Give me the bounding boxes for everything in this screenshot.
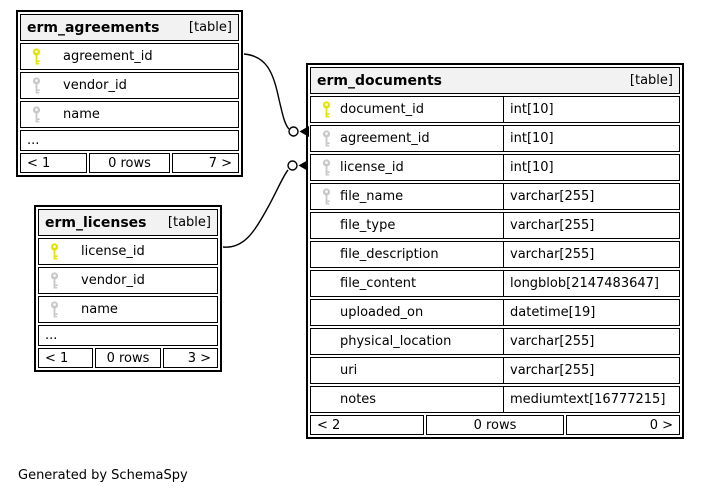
column-name: file_description	[340, 247, 439, 262]
table-erm-licenses[interactable]: erm_licenses [table] license_id vendor_i…	[34, 205, 222, 372]
column-name: vendor_id	[81, 273, 145, 288]
column-name: physical_location	[340, 334, 452, 349]
column-name: file_type	[340, 218, 396, 233]
column-name: name	[81, 302, 118, 317]
table-row: uploaded_on datetime[19]	[310, 299, 680, 326]
footer-children-count: < 1	[20, 153, 88, 173]
column-name: uploaded_on	[340, 305, 424, 320]
column-type: varchar[255]	[503, 329, 679, 354]
table-row: file_name varchar[255]	[310, 183, 680, 210]
table-tag: [table]	[629, 73, 673, 88]
table-title[interactable]: erm_licenses	[45, 214, 147, 231]
footer-parents-count: 0 >	[566, 415, 680, 435]
table-row: license_id int[10]	[310, 154, 680, 181]
table-row: document_id int[10]	[310, 96, 680, 123]
index-key-icon	[322, 130, 340, 147]
table-row: name	[38, 296, 218, 323]
table-tag: [table]	[167, 215, 211, 230]
footer-row-count: 0 rows	[425, 415, 565, 435]
column-type: varchar[255]	[503, 242, 679, 267]
primary-key-icon	[50, 243, 81, 260]
table-header[interactable]: erm_licenses [table]	[38, 209, 218, 236]
column-name: document_id	[340, 102, 424, 117]
index-key-icon	[50, 272, 81, 289]
ellipsis-row: ...	[20, 130, 239, 151]
index-key-icon	[322, 159, 340, 176]
table-footer: < 1 0 rows 7 >	[20, 153, 239, 173]
table-title[interactable]: erm_agreements	[27, 19, 160, 36]
relationship-circle	[287, 160, 298, 171]
table-title[interactable]: erm_documents	[317, 72, 442, 89]
table-row: uri varchar[255]	[310, 357, 680, 384]
table-row: license_id	[38, 238, 218, 265]
table-row: file_description varchar[255]	[310, 241, 680, 268]
footer-children-count: < 2	[310, 415, 424, 435]
index-key-icon	[50, 301, 81, 318]
column-type: int[10]	[503, 97, 679, 122]
table-row: agreement_id	[20, 43, 239, 70]
column-name: name	[63, 107, 100, 122]
column-name: uri	[340, 363, 358, 378]
footer-parents-count: 7 >	[171, 153, 239, 173]
table-row: file_type varchar[255]	[310, 212, 680, 239]
relationship-circle	[288, 126, 299, 137]
footer-row-count: 0 rows	[95, 348, 161, 368]
column-name: notes	[340, 392, 377, 407]
table-footer: < 2 0 rows 0 >	[310, 415, 680, 435]
footer-children-count: < 1	[38, 348, 94, 368]
column-name: agreement_id	[340, 131, 430, 146]
table-row: notes mediumtext[16777215]	[310, 386, 680, 413]
table-row: physical_location varchar[255]	[310, 328, 680, 355]
relationship-curve	[243, 53, 290, 130]
table-erm-documents[interactable]: erm_documents [table] document_id int[10…	[306, 63, 684, 439]
table-row: name	[20, 101, 239, 128]
column-type: int[10]	[503, 155, 679, 180]
column-name: license_id	[81, 244, 145, 259]
generator-note: Generated by SchemaSpy	[18, 468, 188, 483]
index-key-icon	[322, 188, 340, 205]
table-header[interactable]: erm_documents [table]	[310, 67, 680, 94]
footer-parents-count: 3 >	[162, 348, 218, 368]
table-erm-agreements[interactable]: erm_agreements [table] agreement_id vend…	[16, 10, 243, 177]
column-name: file_name	[340, 189, 404, 204]
column-name: license_id	[340, 160, 404, 175]
primary-key-icon	[322, 101, 340, 118]
column-name: file_content	[340, 276, 417, 291]
column-name: agreement_id	[63, 49, 153, 64]
table-footer: < 1 0 rows 3 >	[38, 348, 218, 368]
index-key-icon	[32, 77, 63, 94]
column-type: mediumtext[16777215]	[503, 387, 679, 412]
footer-row-count: 0 rows	[89, 153, 170, 173]
column-type: longblob[2147483647]	[503, 271, 679, 296]
column-type: varchar[255]	[503, 213, 679, 238]
table-row: vendor_id	[38, 267, 218, 294]
column-type: varchar[255]	[503, 358, 679, 383]
table-row: agreement_id int[10]	[310, 125, 680, 152]
relationship-agreements-documents	[243, 53, 309, 137]
table-row: vendor_id	[20, 72, 239, 99]
table-row: file_content longblob[2147483647]	[310, 270, 680, 297]
index-key-icon	[32, 106, 63, 123]
table-tag: [table]	[188, 20, 232, 35]
table-header[interactable]: erm_agreements [table]	[20, 14, 239, 41]
column-type: datetime[19]	[503, 300, 679, 325]
ellipsis-row: ...	[38, 325, 218, 346]
relationship-curve	[222, 169, 289, 248]
column-type: varchar[255]	[503, 184, 679, 209]
primary-key-icon	[32, 48, 63, 65]
column-name: vendor_id	[63, 78, 127, 93]
column-type: int[10]	[503, 126, 679, 151]
